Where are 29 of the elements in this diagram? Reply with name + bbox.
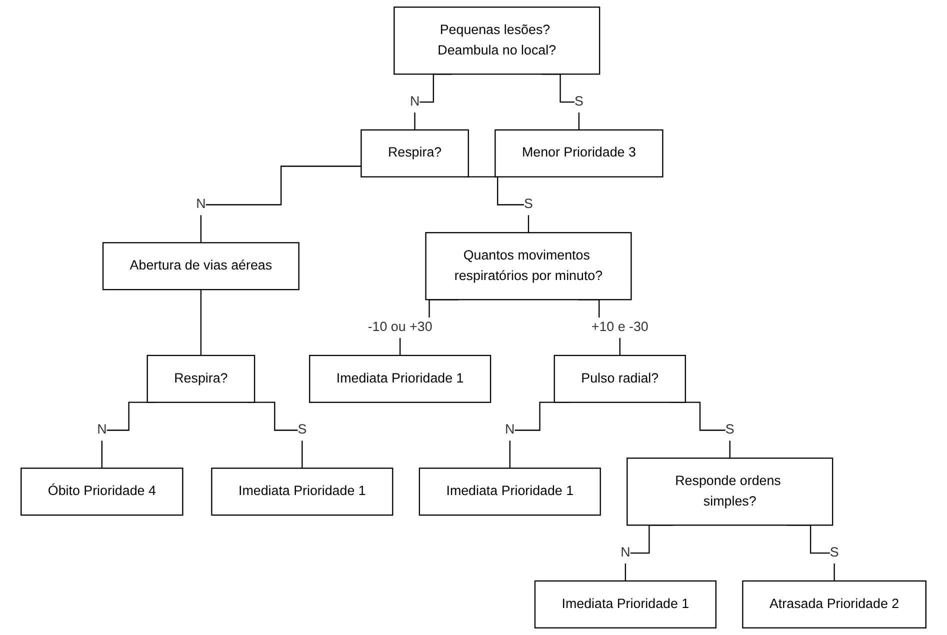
node-box: Imediata Prioridade 1 xyxy=(309,354,492,403)
edge-label: S xyxy=(574,94,584,109)
node-box: Menor Prioridade 3 xyxy=(494,129,664,178)
connector xyxy=(200,166,362,244)
node-box: Pulso radial? xyxy=(554,354,686,403)
node-box: Responde ordens simples? xyxy=(626,458,834,526)
node-box: Pequenas lesões? Deambula no local? xyxy=(394,6,600,75)
edge-label: S xyxy=(725,422,734,438)
edge-label: +10 e -30 xyxy=(591,319,648,334)
edge-label: N xyxy=(97,422,107,438)
node-box: Atrasada Prioridade 2 xyxy=(742,580,926,628)
node-box: Respira? xyxy=(360,129,469,178)
node-box: Respira? xyxy=(146,354,256,403)
edge-label: N xyxy=(620,544,630,560)
node-box: Óbito Prioridade 4 xyxy=(20,468,184,516)
connector xyxy=(466,176,530,234)
edge-label: -10 ou +30 xyxy=(368,319,432,334)
connector xyxy=(200,289,202,356)
node-box: Imediata Prioridade 1 xyxy=(418,468,601,516)
node-box: Imediata Prioridade 1 xyxy=(211,468,394,516)
edge-label: S xyxy=(298,422,307,438)
edge-label: N xyxy=(505,422,515,438)
edge-label: N xyxy=(196,196,206,212)
edge-label: N xyxy=(410,94,420,109)
node-box: Abertura de vias aéreas xyxy=(102,242,300,290)
edge-label: S xyxy=(830,544,839,560)
edge-label: S xyxy=(524,196,533,212)
node-box: Imediata Prioridade 1 xyxy=(534,580,716,628)
node-box: Quantos movimentos respiratórios por minuto? xyxy=(425,232,632,300)
